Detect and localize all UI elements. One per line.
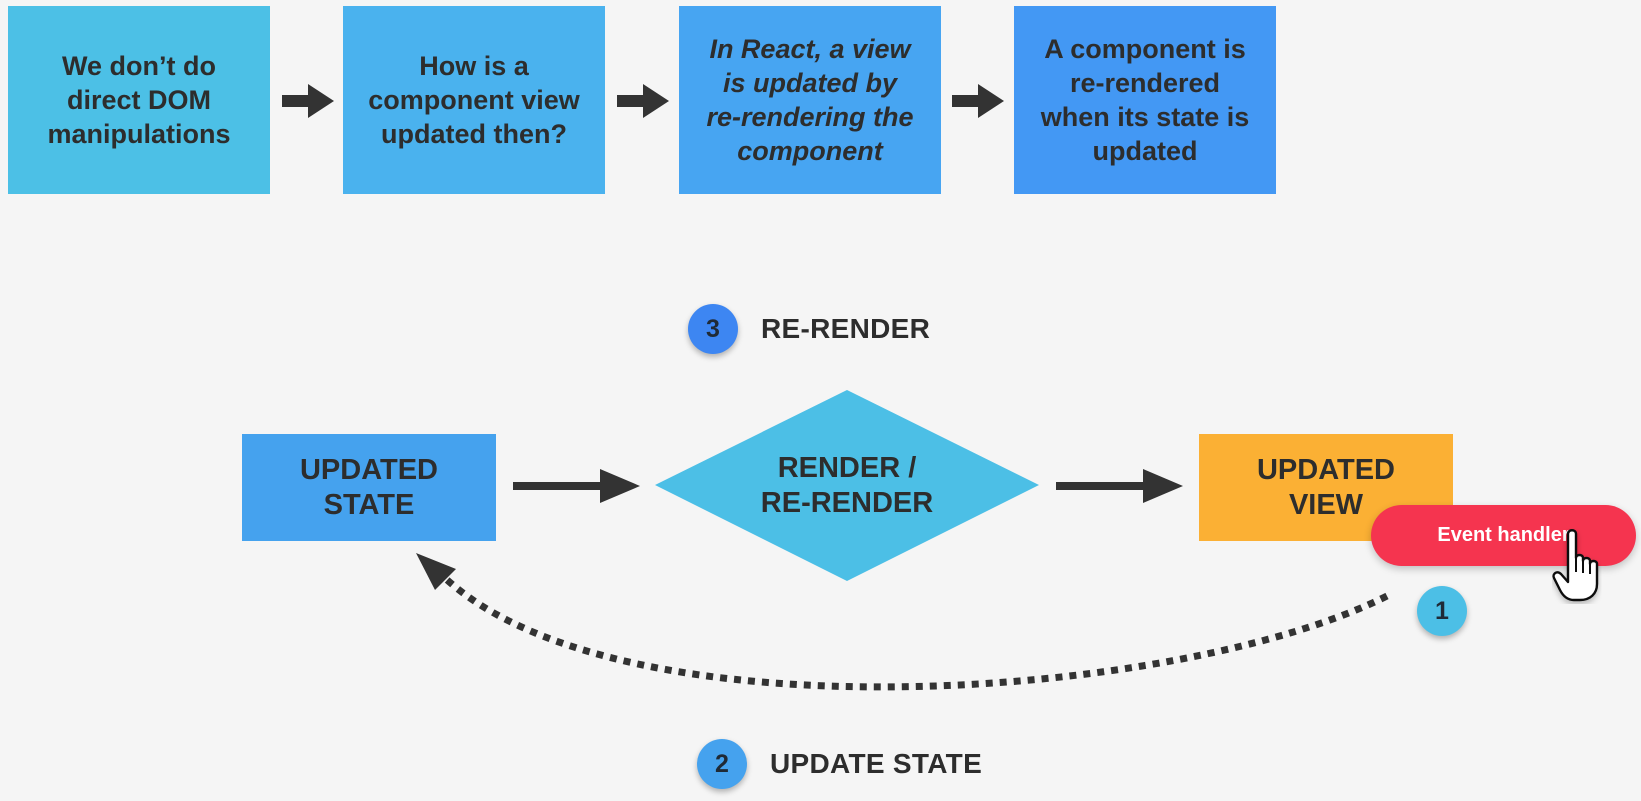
card-no-direct-dom: We don’t do direct DOM manipulations [8, 6, 270, 194]
step-event: 1 [1417, 586, 1467, 636]
step-number: 3 [706, 314, 720, 343]
hand-pointer-icon [1552, 529, 1599, 602]
render-diamond [655, 390, 1039, 581]
card-text: How is a component view updated then? [368, 51, 580, 149]
card-how-view-updated: How is a component view updated then? [343, 6, 605, 194]
step-update-state: 2 UPDATE STATE [697, 739, 982, 789]
step-number: 1 [1435, 596, 1449, 625]
updated-view-text: UPDATED VIEW [1256, 453, 1396, 521]
arrow-right-icon [952, 84, 1004, 118]
dotted-curved-arrow-icon [416, 553, 1389, 691]
render-label: RENDER / RE-RENDER [720, 440, 974, 532]
step-number: 2 [715, 749, 729, 778]
arrow-right-icon [617, 84, 669, 118]
event-handler-button[interactable]: Event handler [1371, 505, 1636, 566]
arrow-right-icon [282, 84, 334, 118]
step-badge-2: 2 [697, 739, 747, 789]
card-text: We don’t do direct DOM manipulations [47, 51, 231, 149]
updated-state-box: UPDATED STATE [242, 434, 496, 541]
event-handler-label: Event handler [1437, 524, 1570, 546]
render-text: RENDER / RE-RENDER [760, 452, 934, 519]
step-badge-3: 3 [688, 304, 738, 354]
step-re-render: 3 RE-RENDER [688, 304, 930, 354]
step-badge-1: 1 [1417, 586, 1467, 636]
step-label: UPDATE STATE [770, 748, 983, 779]
updated-state-text: UPDATED STATE [299, 453, 439, 521]
step-label: RE-RENDER [761, 313, 931, 344]
card-re-rendering: In React, a view is updated by re-render… [679, 6, 941, 194]
card-text: In React, a view is updated by re-render… [706, 34, 914, 166]
arrow-render-to-view [1056, 469, 1183, 503]
card-text: A component is re-rendered when its stat… [1040, 34, 1250, 166]
arrow-state-to-render [513, 469, 640, 503]
card-state-updated: A component is re-rendered when its stat… [1014, 6, 1276, 194]
